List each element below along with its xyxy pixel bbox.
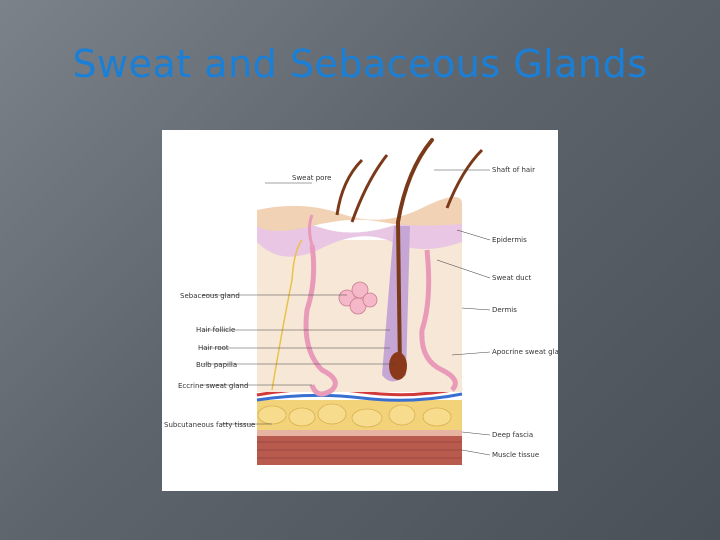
label-epidermis: Epidermis xyxy=(492,236,527,244)
label-eccrine-sweat-gland: Eccrine sweat gland xyxy=(178,382,248,390)
skin-cross-section: Shaft of hair Epidermis Sweat duct Dermi… xyxy=(164,138,558,465)
muscle-fibers xyxy=(257,441,462,459)
hair-shaft xyxy=(395,138,434,372)
nerve xyxy=(271,239,303,391)
stratum-corneum xyxy=(257,196,462,231)
label-apocrine-sweat-gland: Apocrine sweat gland xyxy=(492,348,558,356)
label-dermis: Dermis xyxy=(492,306,517,314)
eccrine-gland xyxy=(303,244,338,397)
label-bulb-papilla: Bulb papilla xyxy=(196,361,237,369)
apocrine-gland xyxy=(419,249,458,392)
hair-2 xyxy=(350,154,389,223)
fat-lobules xyxy=(257,403,452,428)
label-sweat-duct: Sweat duct xyxy=(492,274,531,282)
hair-3 xyxy=(335,158,364,216)
hair-4 xyxy=(445,148,484,209)
label-hair-follicle: Hair follicle xyxy=(196,326,235,334)
deep-fascia xyxy=(257,428,462,436)
skin-diagram: Shaft of hair Epidermis Sweat duct Dermi… xyxy=(162,130,558,491)
vein xyxy=(256,392,463,402)
label-subcutaneous-fatty-tissue: Subcutaneous fatty tissue xyxy=(164,421,255,429)
sebaceous-gland xyxy=(338,281,378,315)
leader-lines xyxy=(202,169,491,456)
dermis xyxy=(257,240,462,392)
label-hair-root: Hair root xyxy=(198,344,229,352)
label-deep-fascia: Deep fascia xyxy=(492,431,533,439)
hair-follicle xyxy=(382,226,410,382)
label-shaft-of-hair: Shaft of hair xyxy=(492,166,535,174)
slide-title: Sweat and Sebaceous Glands xyxy=(72,42,648,86)
sweat-duct xyxy=(308,214,314,246)
hair-bulb xyxy=(389,352,407,380)
label-muscle-tissue: Muscle tissue xyxy=(492,451,539,459)
label-sweat-pore: Sweat pore xyxy=(292,174,332,182)
label-sebaceous-gland: Sebaceous gland xyxy=(180,292,240,300)
